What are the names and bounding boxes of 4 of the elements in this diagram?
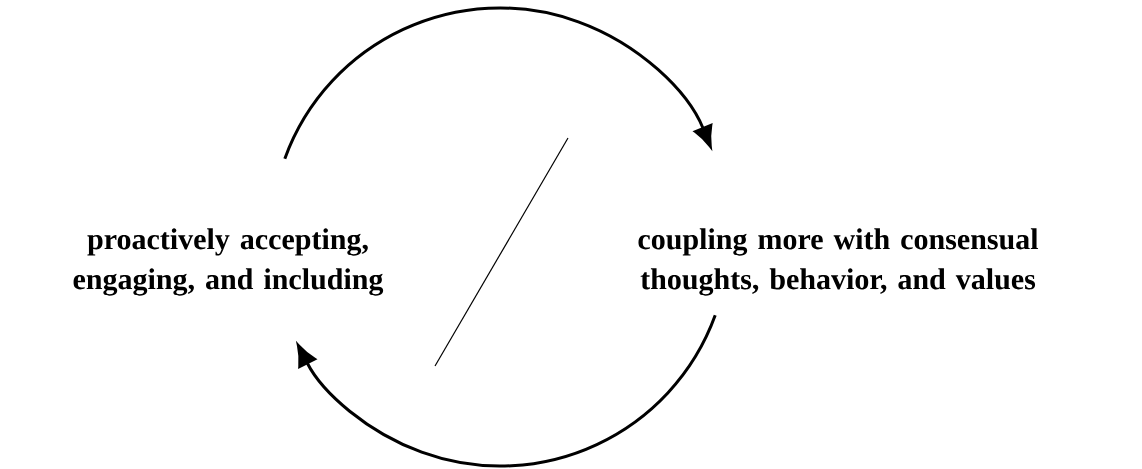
text-label: proactively accepting, engaging, and including bbox=[73, 228, 384, 296]
curved-arrow bbox=[297, 314, 717, 468]
curved-arrow bbox=[283, 6, 713, 160]
text-label: coupling more with consensual thoughts, behavior, and values bbox=[638, 228, 1039, 296]
